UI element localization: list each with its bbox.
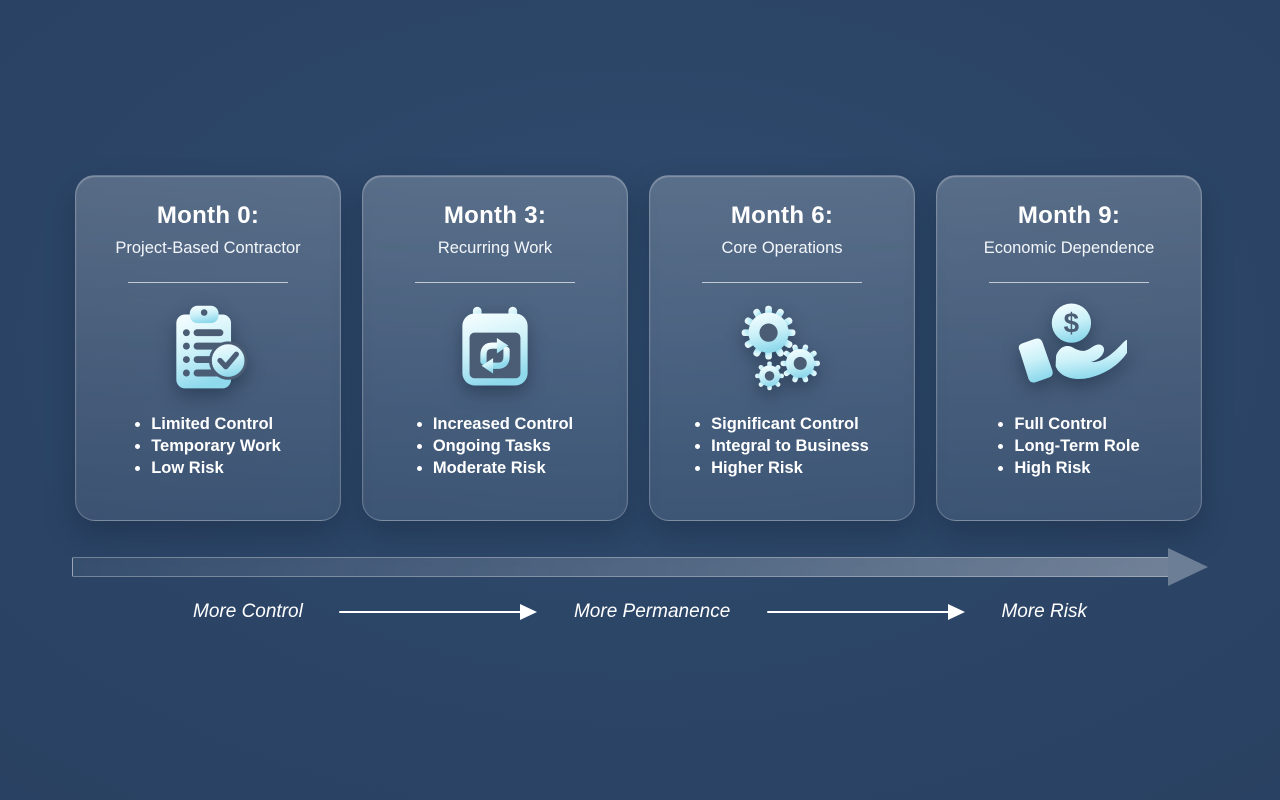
card-bullet-list: Limited Control Temporary Work Low Risk <box>135 413 281 479</box>
bullet-item: Long-Term Role <box>998 435 1140 457</box>
bullet-text: Significant Control <box>711 415 859 433</box>
card-subtitle: Project-Based Contractor <box>115 239 301 257</box>
bullet-dot-icon <box>998 421 1004 427</box>
bullet-item: Integral to Business <box>695 435 869 457</box>
card-subtitle: Economic Dependence <box>983 239 1155 257</box>
bullet-text: High Risk <box>1014 459 1091 477</box>
card-month-title: Month 0: <box>156 202 260 229</box>
bullet-text: Temporary Work <box>151 437 281 455</box>
bullet-text: Higher Risk <box>711 459 803 477</box>
bullet-text: Low Risk <box>151 459 224 477</box>
bullet-dot-icon <box>695 443 701 449</box>
card-month-title: Month 3: <box>443 202 547 229</box>
card-divider <box>702 282 862 283</box>
bullet-text: Integral to Business <box>711 437 869 455</box>
bullet-item: Higher Risk <box>695 457 869 479</box>
card-month-title: Month 9: <box>1017 202 1121 229</box>
legend-more-permanence: More Permanence <box>573 601 731 622</box>
bullet-item: Significant Control <box>695 413 869 435</box>
card-icon-wrap: $ <box>937 297 1201 401</box>
timeline-card-month-0: Month 0: Project-Based Contractor <box>75 175 341 521</box>
bullet-dot-icon <box>695 421 701 427</box>
bullet-text: Ongoing Tasks <box>432 437 551 455</box>
bullet-dot-icon <box>416 443 422 449</box>
bullet-text: Long-Term Role <box>1014 437 1140 455</box>
card-subtitle: Core Operations <box>721 239 843 257</box>
timeline-arrow-shaft <box>72 557 1170 577</box>
bullet-item: Full Control <box>998 413 1139 435</box>
bullet-dot-icon <box>998 443 1004 449</box>
card-divider <box>989 282 1149 283</box>
timeline-card-month-3: Month 3: Recurring Work <box>362 175 628 521</box>
hand-coin-icon: $ <box>1018 303 1127 383</box>
card-bullet-list: Increased Control Ongoing Tasks Moderate… <box>416 413 574 479</box>
bullet-text: Limited Control <box>151 415 274 433</box>
bullet-text: Moderate Risk <box>432 459 546 477</box>
timeline-card-month-6: Month 6: Core Operations <box>649 175 915 521</box>
dollar-sign: $ <box>1063 308 1079 339</box>
timeline-card-month-9: Month 9: Economic Dependence $ <box>936 175 1202 521</box>
bullet-text: Increased Control <box>432 415 574 433</box>
bullet-item: Temporary Work <box>135 435 281 457</box>
bullet-dot-icon <box>416 421 422 427</box>
card-month-title: Month 6: <box>730 202 834 229</box>
card-icon-wrap <box>363 297 627 401</box>
card-icon-wrap <box>650 297 914 401</box>
bullet-dot-icon <box>998 465 1004 471</box>
timeline-cards-row: Month 0: Project-Based Contractor <box>75 175 1205 521</box>
timeline-arrow <box>72 548 1208 586</box>
calendar-repeat-icon <box>462 306 528 386</box>
legend-arrow-icon <box>766 604 965 620</box>
legend-arrow-icon <box>339 604 538 620</box>
bullet-dot-icon <box>135 465 141 471</box>
bullet-item: Ongoing Tasks <box>416 435 573 457</box>
card-bullet-list: Full Control Long-Term Role High Risk <box>998 413 1140 479</box>
bullet-item: High Risk <box>998 457 1139 479</box>
bullet-dot-icon <box>695 465 701 471</box>
card-divider <box>128 282 288 283</box>
card-divider <box>415 282 575 283</box>
bullet-item: Moderate Risk <box>416 457 573 479</box>
card-subtitle: Recurring Work <box>437 239 553 257</box>
bullet-item: Low Risk <box>135 457 281 479</box>
card-icon-wrap <box>76 297 340 401</box>
clipboard-checklist-icon <box>176 305 248 389</box>
gears-icon <box>741 305 820 391</box>
bullet-text: Full Control <box>1014 415 1107 433</box>
bullet-dot-icon <box>416 465 422 471</box>
card-bullet-list: Significant Control Integral to Business… <box>695 413 869 479</box>
bullet-dot-icon <box>135 421 141 427</box>
bullet-dot-icon <box>135 443 141 449</box>
legend-more-risk: More Risk <box>1001 601 1087 622</box>
bullet-item: Limited Control <box>135 413 281 435</box>
legend-row: More Control More Permanence More Risk <box>193 598 1087 626</box>
timeline-arrow-head-icon <box>1168 548 1208 586</box>
bullet-item: Increased Control <box>416 413 574 435</box>
legend-more-control: More Control <box>193 601 303 622</box>
